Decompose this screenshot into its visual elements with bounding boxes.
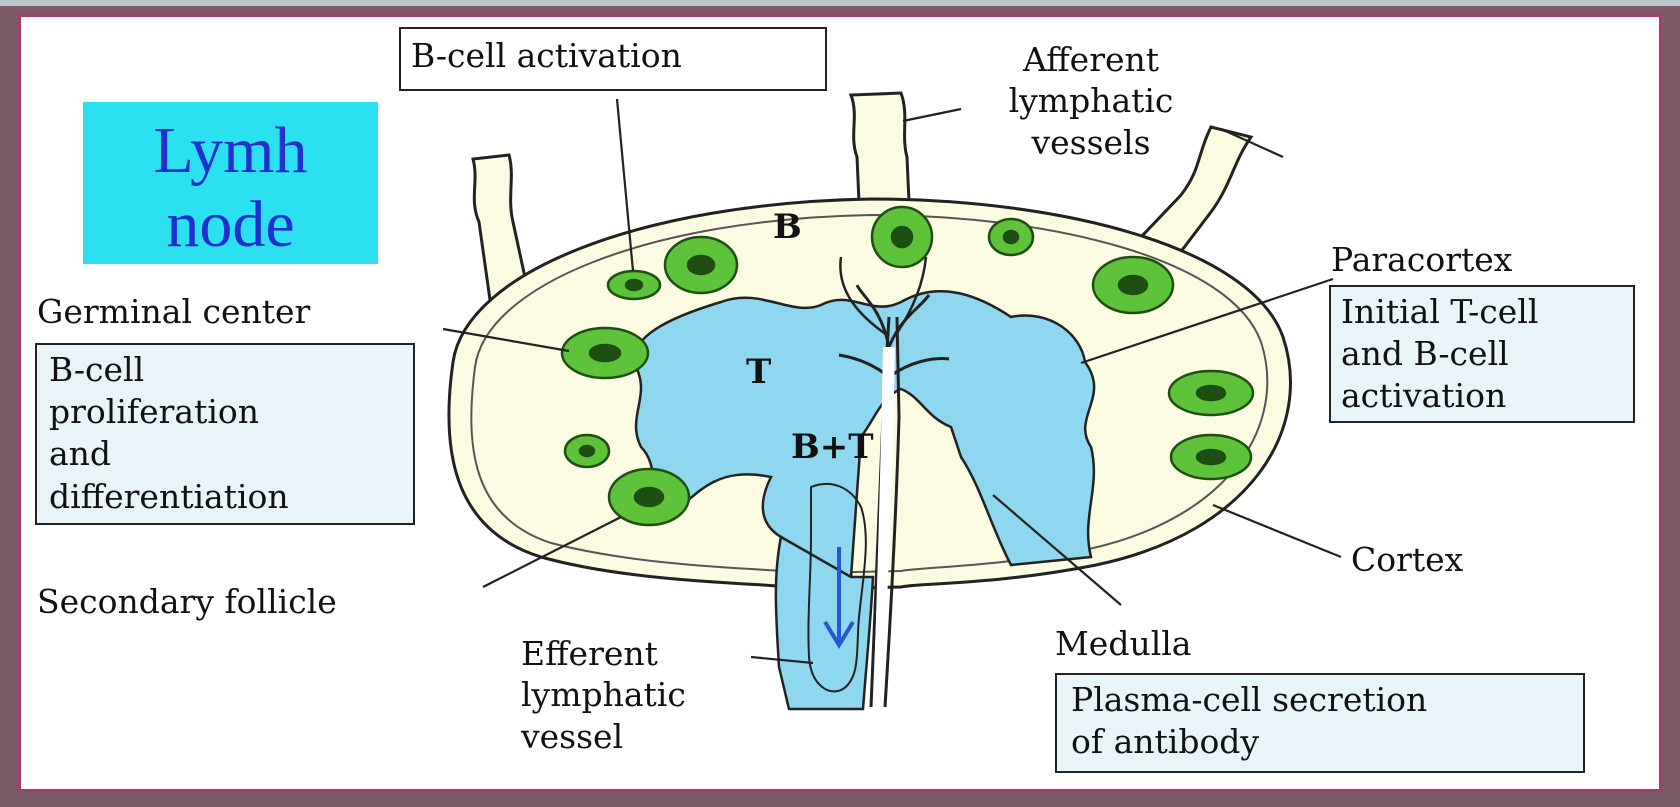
- diagram-canvas: Lymh node B T B+T B-cell activation Affe…: [18, 14, 1662, 792]
- paracortex-box-line-1: Initial T-cell: [1341, 291, 1623, 333]
- efferent-label: Efferent lymphatic vessel: [521, 633, 686, 757]
- afferent-line-2: lymphatic: [986, 80, 1196, 121]
- efferent-line-2: lymphatic: [521, 674, 686, 715]
- title-line-2: node: [83, 188, 378, 262]
- paracortex-box-line-2: and B-cell: [1341, 333, 1623, 375]
- follicle: [665, 237, 737, 293]
- paracortex-label: Paracortex: [1331, 239, 1512, 280]
- follicle: [1171, 435, 1251, 479]
- follicle: [608, 271, 660, 299]
- title-box: Lymh node: [83, 102, 378, 264]
- follicle: [1093, 257, 1173, 313]
- follicle: [989, 219, 1033, 255]
- efferent-line-3: vessel: [521, 716, 686, 757]
- germinal-box-line-3: and: [49, 433, 401, 475]
- cortex-label: Cortex: [1351, 539, 1463, 580]
- efferent-line-1: Efferent: [521, 633, 686, 674]
- afferent-vessel-center: [851, 93, 909, 202]
- afferent-label: Afferent lymphatic vessels: [986, 39, 1196, 163]
- leader-cortex: [1213, 505, 1341, 557]
- region-b-label: B: [773, 207, 802, 247]
- germinal-box-line-1: B-cell: [49, 349, 401, 391]
- germinal-box-line-2: proliferation: [49, 391, 401, 433]
- follicle: [872, 207, 932, 267]
- medulla-label: Medulla: [1055, 623, 1191, 664]
- paracortex-box: Initial T-cell and B-cell activation: [1329, 285, 1635, 423]
- germinal-box-line-4: differentiation: [49, 476, 401, 518]
- follicle: [565, 435, 609, 467]
- germinal-box: B-cell proliferation and differentiation: [35, 343, 415, 525]
- medulla-box: Plasma-cell secretion of antibody: [1055, 673, 1585, 773]
- follicle-secondary: [609, 469, 689, 525]
- b-cell-activation-label: B-cell activation: [411, 35, 815, 77]
- paracortex-box-line-3: activation: [1341, 375, 1623, 417]
- title-line-1: Lymh: [83, 114, 378, 188]
- afferent-line-3: vessels: [986, 122, 1196, 163]
- follicle: [1169, 371, 1253, 415]
- region-t-label: T: [746, 352, 771, 392]
- medulla-box-line-1: Plasma-cell secretion: [1071, 679, 1569, 721]
- medulla-box-line-2: of antibody: [1071, 721, 1569, 763]
- leader-afferent-center: [903, 109, 961, 121]
- region-bt-label: B+T: [791, 427, 874, 467]
- follicle-germinal-center: [562, 328, 648, 378]
- secondary-follicle-label: Secondary follicle: [37, 581, 337, 622]
- germinal-center-label: Germinal center: [37, 291, 310, 332]
- afferent-line-1: Afferent: [986, 39, 1196, 80]
- b-cell-activation-box: B-cell activation: [399, 27, 827, 91]
